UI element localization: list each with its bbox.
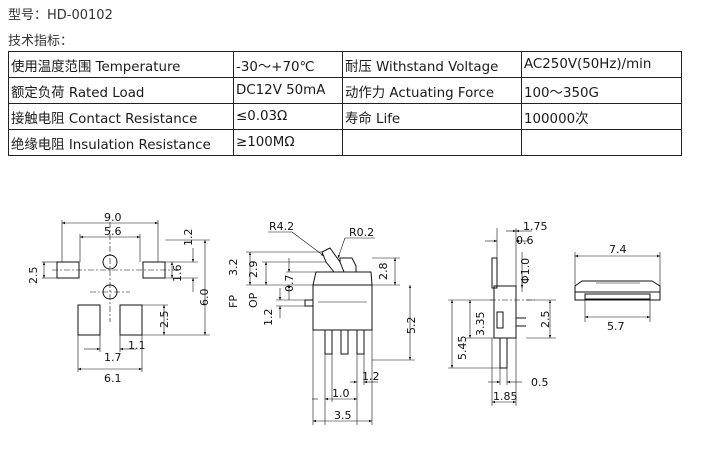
dim-label: 5.2 bbox=[405, 317, 418, 335]
dim-label: 2.9 bbox=[247, 261, 260, 279]
dim-label: OP bbox=[247, 292, 260, 308]
model-line: 型号：HD-00102 bbox=[8, 4, 113, 23]
dim-label: 1.2 bbox=[262, 309, 275, 327]
dim-label: 1.2 bbox=[182, 229, 195, 247]
spec-name: 耐压 Withstand Voltage bbox=[342, 51, 522, 78]
dim-label: 6.1 bbox=[104, 372, 122, 385]
side-view bbox=[246, 231, 415, 425]
spec-value: 100～350G bbox=[521, 77, 682, 104]
dim-label: 5.6 bbox=[104, 225, 122, 238]
end-view bbox=[448, 228, 556, 406]
spec-name: 动作力 Actuating Force bbox=[342, 77, 522, 104]
dim-label: 5.45 bbox=[456, 336, 469, 361]
dim-label: R0.2 bbox=[349, 226, 374, 239]
spec-value: 100000次 bbox=[521, 103, 682, 130]
dim-label: R4.2 bbox=[269, 220, 294, 233]
model-value: HD-00102 bbox=[47, 8, 113, 23]
spec-value: AC250V(50Hz)/min bbox=[521, 51, 682, 78]
dim-label: 1.6 bbox=[171, 265, 184, 283]
spec-name bbox=[342, 129, 522, 156]
top-view bbox=[574, 252, 661, 322]
dim-label: 7.4 bbox=[609, 243, 627, 256]
dim-label: 2.5 bbox=[158, 311, 171, 329]
dim-label: 1.85 bbox=[493, 390, 518, 403]
spec-value: ≥100MΩ bbox=[233, 129, 343, 156]
table-row: 绝缘电阻 Insulation Resistance ≥100MΩ bbox=[8, 129, 682, 156]
table-row: 接触电阻 Contact Resistance ≤0.03Ω 寿命 Life 1… bbox=[8, 103, 682, 130]
dim-label: 1.1 bbox=[128, 339, 146, 352]
dim-label: 3.5 bbox=[334, 409, 352, 422]
spec-value: DC12V 50mA bbox=[233, 77, 343, 104]
dim-label: 3.2 bbox=[227, 259, 240, 277]
dim-label: 3.35 bbox=[474, 312, 487, 337]
model-label: 型号： bbox=[8, 8, 48, 23]
spec-name: 寿命 Life bbox=[342, 103, 522, 130]
spec-value: -30～+70℃ bbox=[233, 51, 343, 78]
table-row: 额定负荷 Rated Load DC12V 50mA 动作力 Actuating… bbox=[8, 77, 682, 104]
spec-name: 接触电阻 Contact Resistance bbox=[8, 103, 234, 130]
dim-label: 1.0 bbox=[332, 387, 350, 400]
spec-name: 使用温度范围 Temperature bbox=[8, 51, 234, 78]
dim-label: 1.2 bbox=[362, 370, 380, 383]
dim-label: 0.6 bbox=[516, 234, 534, 247]
spec-name: 绝缘电阻 Insulation Resistance bbox=[8, 129, 234, 156]
front-view bbox=[42, 220, 210, 372]
dim-label: FP bbox=[227, 295, 240, 308]
dim-label: 6.0 bbox=[198, 289, 211, 307]
dimension-labels: 9.0 5.6 1.2 2.5 1.6 6.0 2.5 1.1 1.7 6.1 … bbox=[27, 211, 627, 422]
dim-label: 9.0 bbox=[104, 211, 122, 224]
dim-label: 1.7 bbox=[104, 351, 122, 364]
dim-label: 5.7 bbox=[607, 320, 625, 333]
spec-table: 使用温度范围 Temperature -30～+70℃ 耐压 Withstand… bbox=[8, 51, 682, 156]
spec-value: ≤0.03Ω bbox=[233, 103, 343, 130]
dim-label: 0.7 bbox=[283, 275, 296, 293]
spec-name: 额定负荷 Rated Load bbox=[8, 77, 234, 104]
dim-label: 2.5 bbox=[539, 311, 552, 329]
dim-label: 0.5 bbox=[531, 376, 549, 389]
dim-label: 2.8 bbox=[377, 263, 390, 281]
spec-heading: 技术指标： bbox=[8, 34, 74, 49]
table-row: 使用温度范围 Temperature -30～+70℃ 耐压 Withstand… bbox=[8, 51, 682, 78]
spec-value bbox=[521, 129, 682, 156]
dim-label: 1.75 bbox=[523, 220, 548, 233]
technical-drawing: 9.0 5.6 1.2 2.5 1.6 6.0 2.5 1.1 1.7 6.1 … bbox=[27, 211, 661, 425]
dim-label: Φ1.0 bbox=[519, 258, 532, 284]
dim-label: 2.5 bbox=[27, 267, 40, 285]
